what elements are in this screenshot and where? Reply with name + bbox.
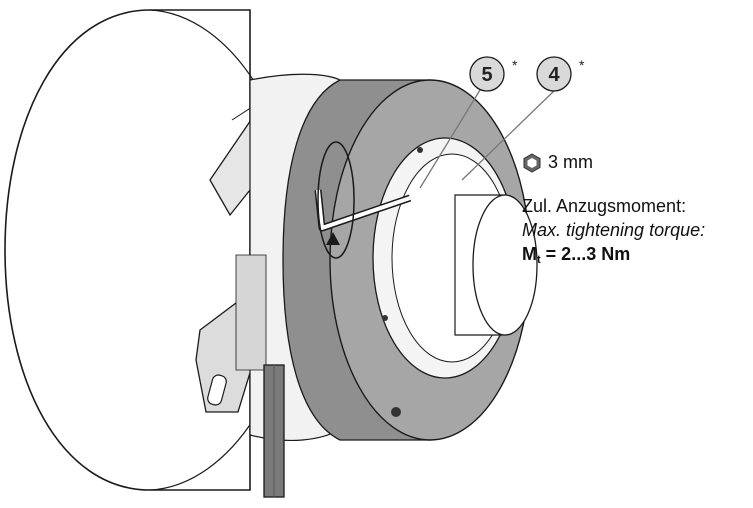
callout-4-mark: * — [579, 57, 585, 73]
torque-range: = 2...3 Nm — [540, 244, 631, 264]
torque-label-de: Zul. Anzugsmoment: — [522, 196, 687, 216]
torque-symbol: M — [522, 244, 537, 264]
callout-5: 5 * — [469, 56, 518, 92]
torque-value: Mt = 2...3 Nm — [522, 244, 630, 266]
hex-key-icon — [523, 152, 541, 173]
tool-size-spec: 3 mm — [522, 152, 593, 173]
motor-shaft — [454, 194, 538, 336]
rotation-arrow — [317, 141, 355, 259]
torque-symbol-sub: t — [537, 254, 541, 266]
torque-label-en: Max. tightening torque: — [522, 220, 706, 240]
callout-5-mark: * — [512, 57, 518, 73]
cable — [263, 364, 285, 498]
callout-4-number: 4 — [548, 64, 560, 86]
callout-5-number: 5 — [481, 64, 492, 86]
tool-size-label: 3 mm — [548, 152, 593, 172]
callout-5-leader — [419, 89, 481, 189]
hex-key-tool — [314, 189, 412, 232]
callout-4: 4 * — [536, 56, 585, 92]
callout-4-leader — [461, 89, 556, 181]
